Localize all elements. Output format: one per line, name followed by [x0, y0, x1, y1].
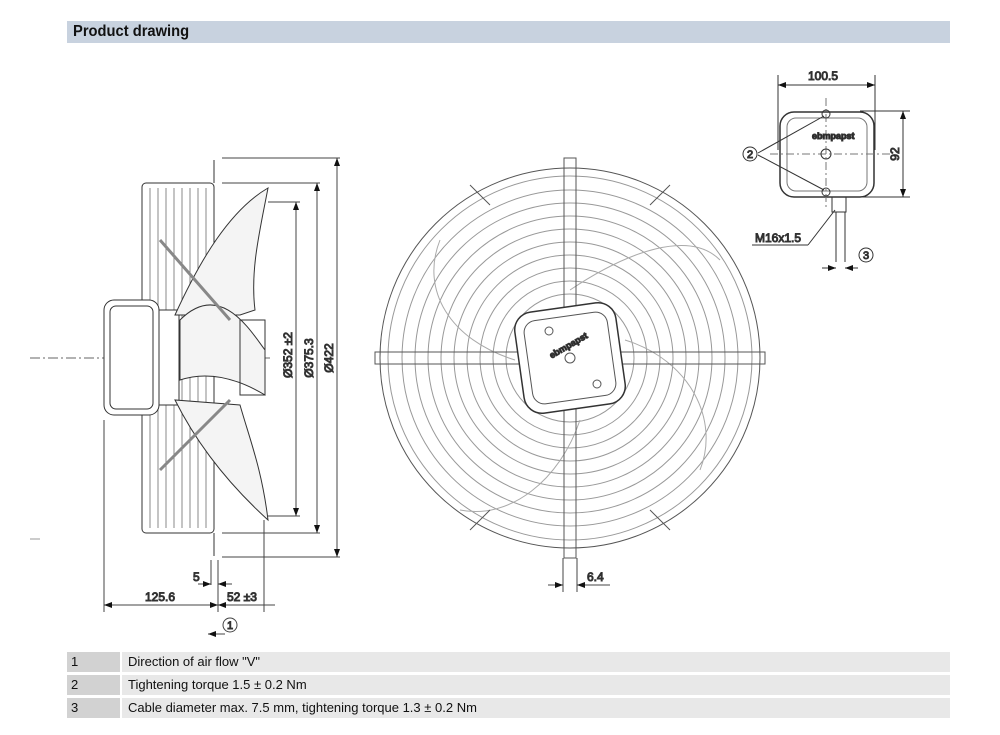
- thread-label: M16x1.5: [755, 231, 801, 245]
- dim-5: 5: [193, 570, 200, 584]
- terminal-box-view: [742, 75, 910, 271]
- legend-text: Tightening torque 1.5 ± 0.2 Nm: [122, 675, 950, 695]
- section-header: Product drawing: [67, 21, 950, 43]
- dim-100-5: 100.5: [808, 69, 838, 83]
- dim-6-4: 6.4: [587, 570, 604, 584]
- section-title: Product drawing: [73, 23, 190, 40]
- legend-num: 1: [67, 652, 120, 672]
- side-view: [30, 160, 270, 556]
- dim-diameter-375: Ø375.3: [302, 338, 316, 378]
- dim-92: 92: [888, 147, 902, 161]
- legend-num: 3: [67, 698, 120, 718]
- front-view: [374, 157, 766, 559]
- dim-125-6: 125.6: [145, 590, 175, 604]
- legend-num: 2: [67, 675, 120, 695]
- callout-1: 1: [227, 620, 233, 632]
- callout-2: 2: [747, 149, 753, 161]
- dim-diameter-352: Ø352 ±2: [281, 332, 295, 378]
- box-logo: ebmpapst: [812, 131, 855, 141]
- side-dimensions: [30, 157, 340, 637]
- product-drawing: Ø352 ±2 Ø375.3 Ø422 5 125.6 52 ±3 1 ebmp…: [30, 69, 910, 637]
- callout-3: 3: [863, 250, 869, 262]
- dim-52: 52 ±3: [227, 590, 257, 604]
- legend-text: Cable diameter max. 7.5 mm, tightening t…: [122, 698, 950, 718]
- legend-text: Direction of air flow "V": [122, 652, 950, 672]
- dim-diameter-422: Ø422: [322, 343, 336, 373]
